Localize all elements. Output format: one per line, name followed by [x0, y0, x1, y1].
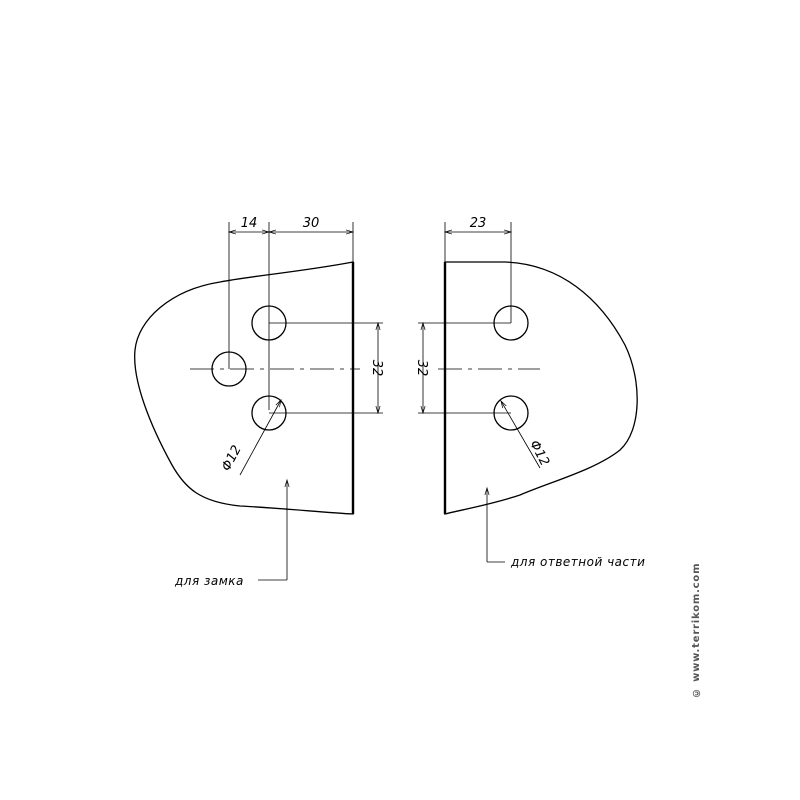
- right-plate-outline: [444, 261, 638, 515]
- left-offset-dim: 14: [241, 216, 258, 231]
- copyright-watermark: © www.terrikom.com: [691, 562, 702, 698]
- right-diameter-dim: Φ12: [526, 438, 552, 469]
- lock-part-label: для замка: [174, 574, 244, 588]
- left-vertical-dim: 32: [369, 360, 384, 377]
- right-offset-dim: 23: [470, 216, 487, 231]
- left-plate-outline: [134, 261, 354, 515]
- left-dimensions: 14 30 32 Φ12: [219, 216, 384, 581]
- left-diameter-dim: Φ12: [219, 443, 245, 474]
- strike-part-label: для ответной части: [510, 555, 645, 569]
- left-plate: [134, 261, 360, 515]
- right-plate: [438, 261, 638, 515]
- left-hole-spacing-dim: 30: [303, 216, 320, 231]
- right-vertical-dim: 32: [414, 360, 429, 377]
- right-dimensions: 23 32 Φ12: [414, 216, 552, 563]
